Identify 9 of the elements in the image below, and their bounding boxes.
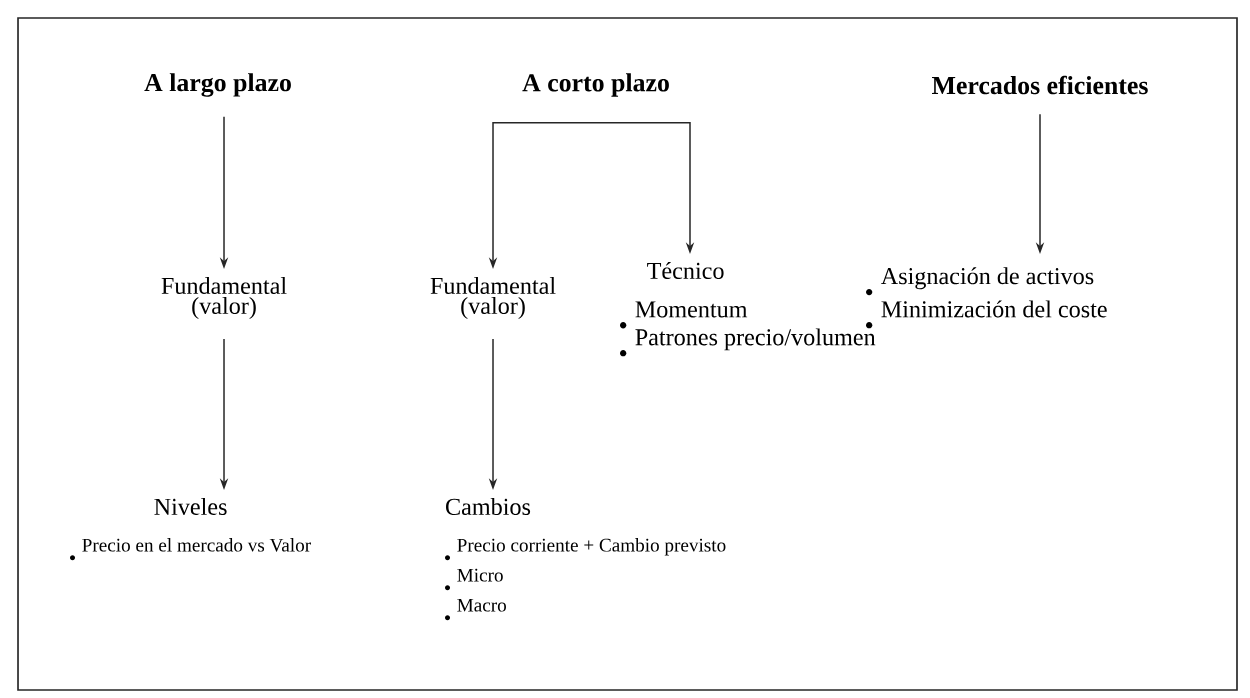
- category-label: Fundamental (valor): [430, 277, 556, 319]
- column-heading: Mercados eficientes: [932, 75, 1148, 95]
- column-heading: A corto plazo: [522, 73, 669, 97]
- category-label: Fundamental (valor): [161, 277, 287, 319]
- node-label: Minimización del coste: [881, 300, 1107, 318]
- column-heading: A largo plazo: [144, 73, 291, 97]
- node-label: Asignación de activos: [880, 267, 1094, 290]
- category-label: Niveles Precio en el mercado vs Valor: [70, 498, 311, 561]
- category-label: Cambios Precio corriente + Cambio previsto Micro Macro: [445, 498, 726, 621]
